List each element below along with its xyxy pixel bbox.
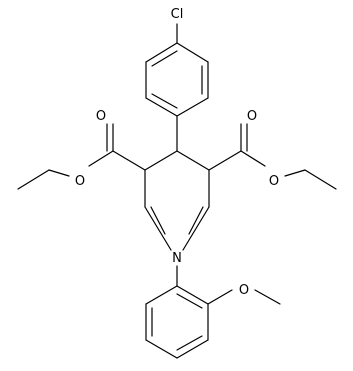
bond-c-o-methoxy — [207, 289, 233, 305]
aromatic-inner-bond — [176, 335, 203, 351]
atom-label-o-carbonyl-left: O — [96, 109, 106, 124]
bond — [176, 339, 209, 359]
atom-labels: Cl O O O O N O — [75, 7, 279, 298]
bond — [284, 169, 306, 177]
right-ester — [208, 123, 337, 190]
aromatic-inner-bond — [176, 293, 203, 309]
bond — [182, 206, 210, 251]
dihydropyridine-ring — [144, 150, 210, 287]
methoxyphenyl-ring — [145, 285, 281, 359]
bond — [112, 150, 146, 171]
bond — [176, 97, 209, 117]
bond — [144, 206, 172, 251]
double-bond-inner — [150, 206, 166, 235]
bond — [240, 150, 266, 167]
bond — [17, 169, 50, 190]
bond — [88, 150, 114, 167]
bond — [48, 169, 70, 177]
bond — [208, 150, 242, 171]
atom-label-n: N — [172, 251, 182, 266]
atom-label-o-ester-right: O — [269, 174, 279, 189]
bond — [145, 97, 178, 117]
bond — [176, 285, 209, 305]
bond — [176, 42, 209, 63]
chlorophenyl-ring — [145, 23, 209, 152]
aromatic-inner-bond — [151, 50, 178, 67]
bond — [145, 42, 178, 63]
left-ester — [17, 123, 146, 190]
bond — [145, 285, 178, 305]
aromatic-inner-bond — [151, 93, 178, 109]
bond — [304, 169, 337, 190]
bond — [145, 339, 178, 359]
atom-label-o-ester-left: O — [75, 174, 85, 189]
bond-o-ch3 — [254, 289, 281, 305]
bond — [176, 150, 210, 171]
double-bond-inner — [188, 206, 204, 235]
atom-label-o-methoxy: O — [239, 283, 249, 298]
atom-label-o-carbonyl-right: O — [247, 109, 257, 124]
bond — [144, 150, 178, 171]
atom-label-cl: Cl — [171, 7, 184, 22]
